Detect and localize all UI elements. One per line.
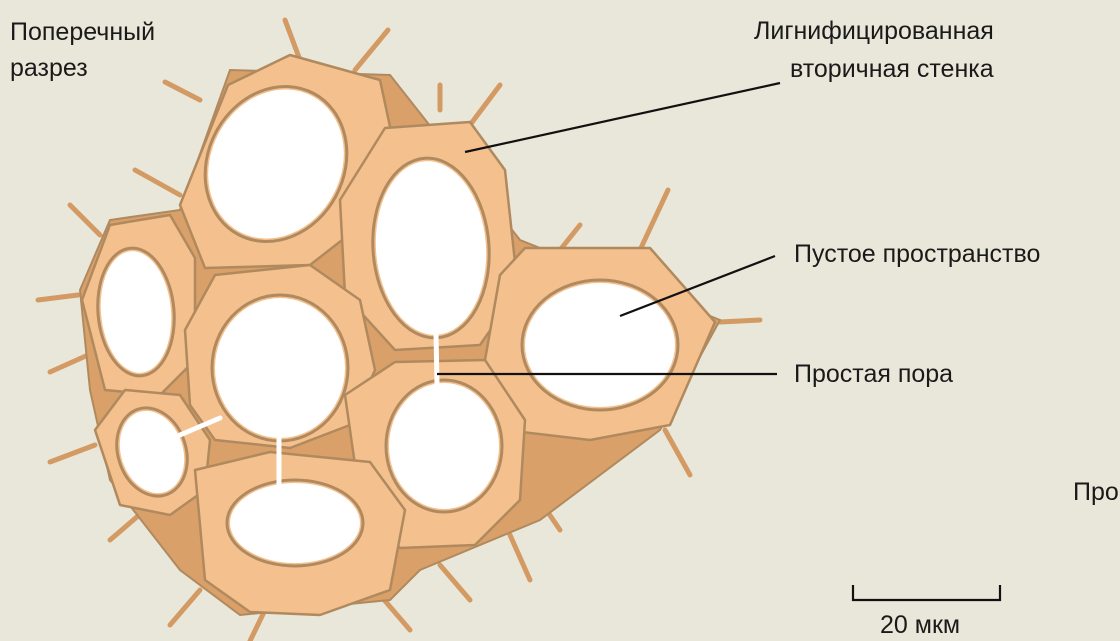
label-empty-space: Пустое пространство: [794, 240, 1040, 269]
label-cut-off: Про: [1073, 478, 1119, 507]
lumen-center: [215, 298, 345, 438]
label-cross-section-line1: Поперечный: [10, 18, 155, 47]
leader-lignified: [465, 83, 780, 152]
label-scale: 20 мкм: [880, 611, 960, 640]
lumen-right: [525, 283, 675, 407]
pore-1: [436, 334, 437, 384]
label-cross-section-line2: разрез: [10, 54, 88, 83]
label-simple-pore: Простая пора: [794, 360, 953, 389]
label-lignified-line1: Лигнифицированная: [754, 17, 994, 46]
label-lignified-line2: вторичная стенка: [790, 55, 994, 84]
lumen-bottom: [230, 483, 360, 563]
lumen-bottom-right: [389, 383, 499, 509]
scale-bar: [853, 585, 1000, 600]
